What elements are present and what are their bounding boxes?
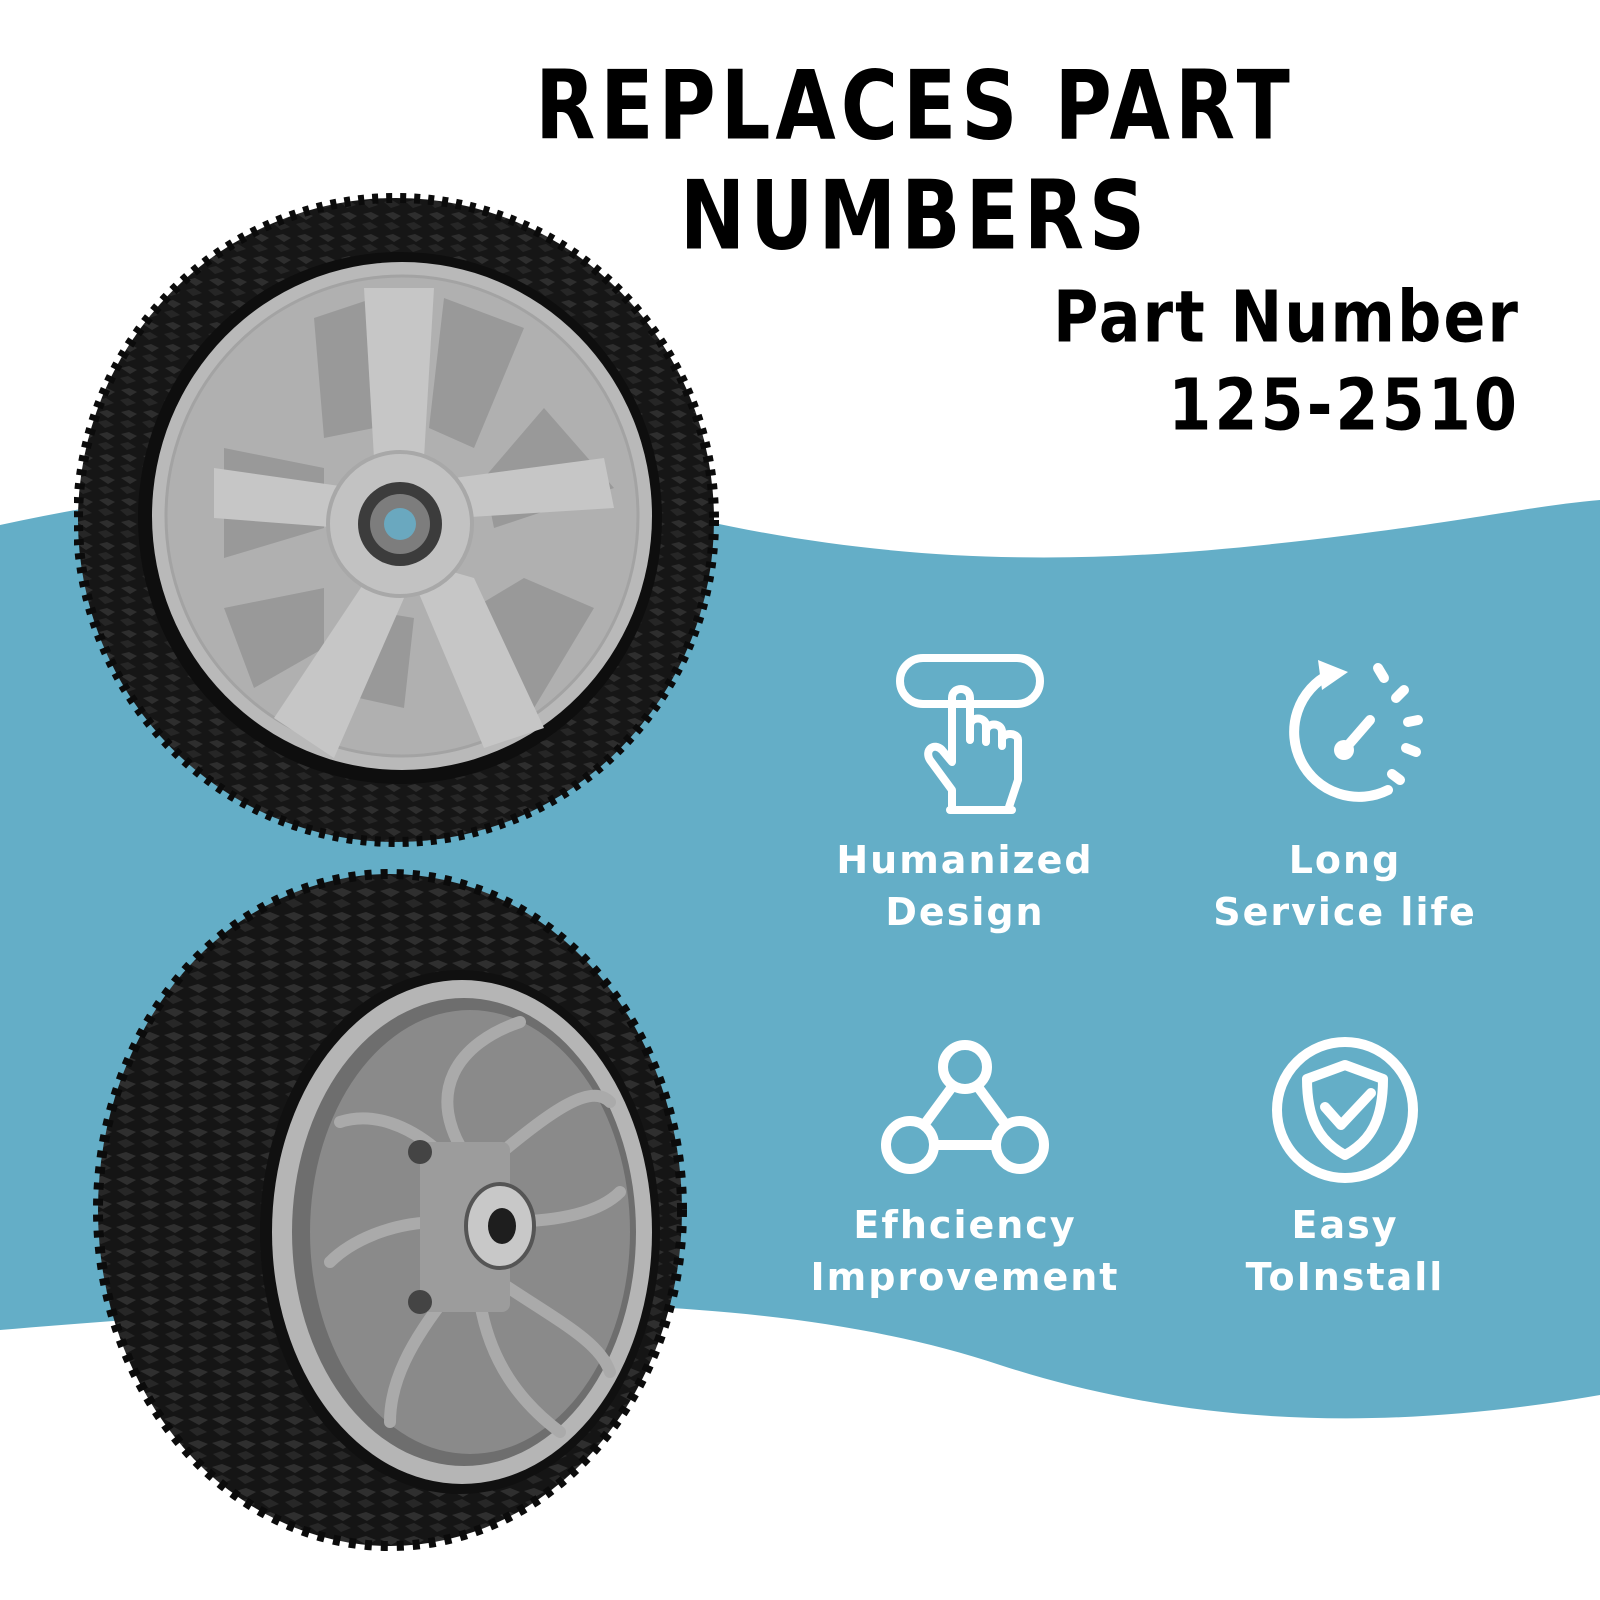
feature-label-line1: Humanized: [836, 838, 1094, 882]
feature-humanized-design: Humanized Design: [800, 650, 1130, 938]
feature-label-line2: Design: [885, 890, 1045, 934]
feature-long-service-life: Long Service life: [1180, 650, 1510, 938]
feature-label-line1: Easy: [1291, 1203, 1399, 1247]
page-headline: REPLACES PART NUMBERS: [535, 52, 1295, 272]
feature-label-line2: ToInstall: [1245, 1255, 1445, 1299]
part-number-value: 125-2510: [1168, 363, 1520, 447]
wheel-back-image: [93, 869, 687, 1551]
hand-press-button-icon: [896, 654, 1044, 814]
feature-label-line2: Improvement: [810, 1255, 1120, 1299]
feature-efficiency-improvement: Efhciency Improvement: [800, 1035, 1130, 1303]
feature-label-line2: Service life: [1213, 890, 1477, 934]
feature-label-line1: Efhciency: [853, 1203, 1077, 1247]
part-number-label: Part Number: [1052, 275, 1520, 359]
clock-arrow-icon: [1289, 660, 1423, 802]
shield-check-icon: [1272, 1037, 1418, 1183]
molecule-nodes-icon: [881, 1040, 1049, 1174]
wheel-front-image: [74, 193, 719, 847]
feature-label-line1: Long: [1288, 838, 1402, 882]
feature-easy-to-install: Easy ToInstall: [1180, 1035, 1510, 1303]
